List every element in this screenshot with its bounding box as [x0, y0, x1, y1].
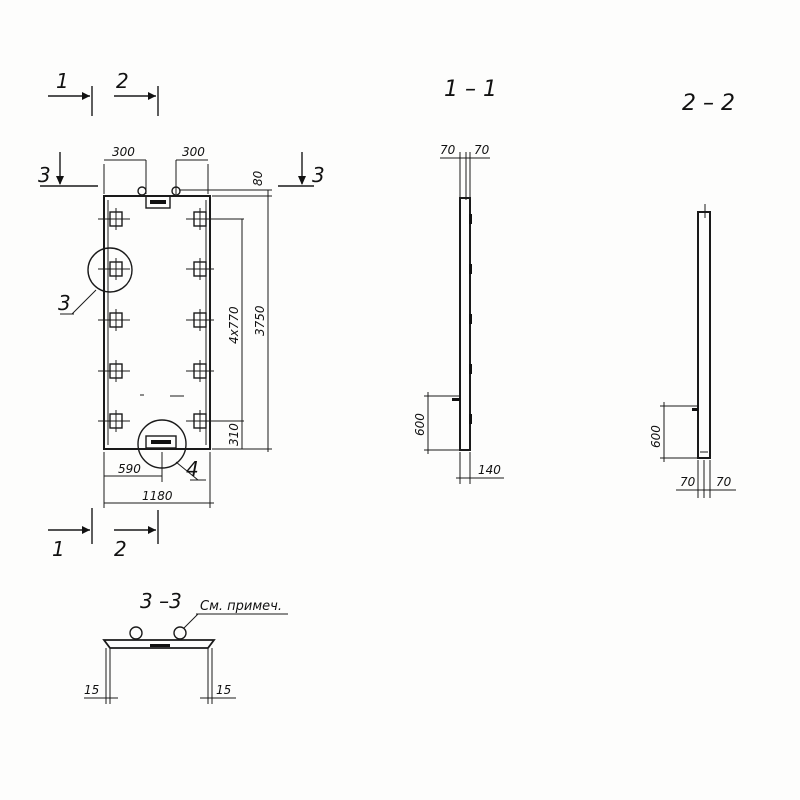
dim-310: 310 — [227, 423, 241, 446]
cut-marker-2-bottom: 2 — [114, 510, 159, 561]
cut-label-3-left: 3 — [38, 163, 51, 187]
cut-label-2-top: 2 — [116, 69, 129, 93]
cut-marker-1-top: 1 — [48, 69, 93, 116]
dim-70-s1-right: 70 — [474, 143, 490, 157]
section-title-2-2: 2 – 2 — [682, 91, 735, 116]
dim-140: 140 — [478, 463, 501, 477]
section-3-3: 3 –3 См. примеч. 15 15 — [84, 589, 288, 704]
embedded-parts-left — [98, 208, 130, 432]
dim-300-left: 300 — [112, 145, 135, 159]
dim-70-s1-left: 70 — [440, 143, 456, 157]
dim-300-right: 300 — [182, 145, 205, 159]
dim-600-s1: 600 — [413, 413, 427, 436]
cut-marker-3-left: 3 — [38, 152, 98, 187]
cut-marker-3-right: 3 — [278, 152, 325, 187]
dim-1180: 1180 — [142, 489, 173, 503]
section-title-1-1: 1 – 1 — [444, 77, 497, 102]
note-see-remarks: См. примеч. — [200, 599, 282, 614]
dim-70-s2-left: 70 — [680, 475, 696, 489]
dim-70-s2-right: 70 — [716, 475, 732, 489]
callout-circle-3 — [87, 247, 133, 293]
panel-plan-view: 300 300 — [58, 145, 272, 508]
embedded-parts-right — [186, 208, 214, 432]
dim-590: 590 — [118, 462, 141, 476]
cut-label-1-bottom: 1 — [52, 537, 65, 561]
cut-label-2-bottom: 2 — [114, 537, 127, 561]
dim-15-left: 15 — [84, 683, 99, 697]
cut-label-1-top: 1 — [56, 69, 69, 93]
callout-label-4: 4 — [186, 457, 199, 481]
dim-3750: 3750 — [253, 305, 267, 336]
cut-label-3-right: 3 — [312, 163, 325, 187]
section-title-3-3: 3 –3 — [140, 589, 182, 613]
cut-marker-1-bottom: 1 — [48, 508, 93, 561]
section-1-1: 1 – 1 70 70 600 140 — [413, 77, 504, 484]
dim-80: 80 — [251, 170, 265, 186]
callout-label-3: 3 — [58, 291, 71, 315]
cut-marker-2-top: 2 — [114, 69, 159, 116]
dim-15-right: 15 — [216, 683, 231, 697]
section-2-2: 2 – 2 600 70 70 — [649, 91, 736, 498]
dim-4x770: 4x770 — [227, 306, 241, 344]
dim-600-s2: 600 — [649, 425, 663, 448]
